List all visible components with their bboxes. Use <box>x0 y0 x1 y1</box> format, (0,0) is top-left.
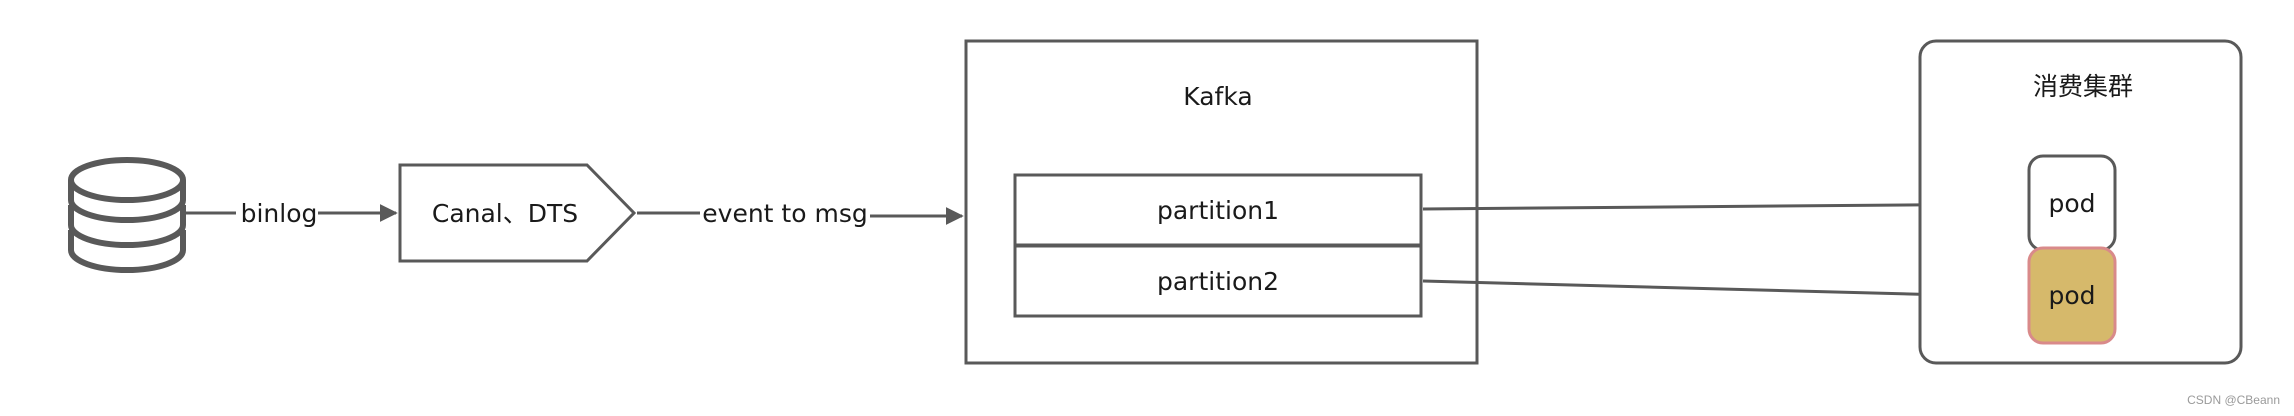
partition-box: partition1 <box>1013 173 1423 247</box>
pod-node-highlighted: pod <box>2027 246 2117 345</box>
partition-box: partition2 <box>1013 244 1423 318</box>
partition-label: partition2 <box>1157 267 1279 296</box>
pod-node: pod <box>2027 154 2117 252</box>
partition-label: partition1 <box>1157 196 1279 225</box>
watermark: CSDN @CBeann <box>2187 393 2280 407</box>
cluster-title: 消费集群 <box>2033 72 2133 101</box>
canal-dts-node: Canal、DTS <box>398 163 637 263</box>
database-icon <box>68 157 186 273</box>
kafka-node: Kafka partition1 partition2 <box>964 39 1479 365</box>
event-to-msg-edge: event to msg <box>637 199 964 228</box>
consumer-cluster-node: 消费集群 pod pod <box>1918 39 2243 365</box>
kafka-title: Kafka <box>1183 82 1252 111</box>
canal-dts-label: Canal、DTS <box>432 199 578 228</box>
binlog-label: binlog <box>241 199 318 228</box>
pod-label: pod <box>2048 189 2095 218</box>
binlog-edge: binlog <box>185 199 398 228</box>
pod-label: pod <box>2048 281 2095 310</box>
event-to-msg-label: event to msg <box>702 199 867 228</box>
